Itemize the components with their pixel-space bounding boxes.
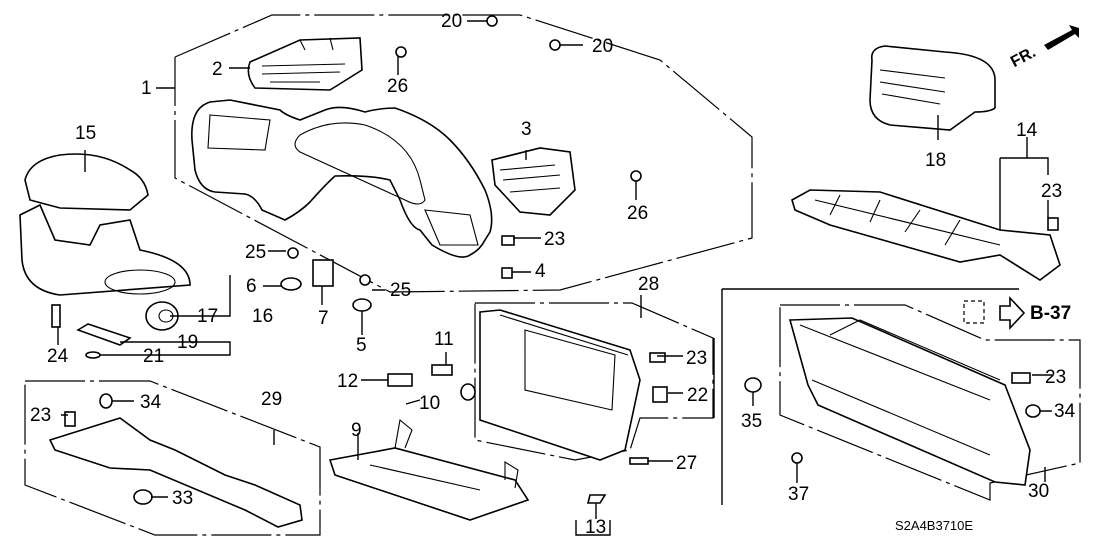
clip-5: [352, 298, 372, 312]
callout-23d[interactable]: 23: [30, 405, 52, 426]
callout-23a[interactable]: 23: [544, 229, 566, 250]
dash-right-vent-opening: [424, 209, 479, 246]
left-vent: [247, 37, 363, 91]
callout-18[interactable]: 18: [925, 150, 947, 171]
reference-label[interactable]: B-37: [1030, 303, 1072, 324]
drawing-code: S2A4B3710E: [895, 518, 974, 533]
callout-30[interactable]: 30: [1028, 481, 1050, 502]
callout-25a[interactable]: 25: [245, 242, 267, 263]
callout-22[interactable]: 22: [687, 385, 709, 406]
callout-12[interactable]: 12: [337, 371, 359, 392]
bolt-24: [51, 304, 61, 328]
callout-19[interactable]: 19: [177, 332, 199, 353]
callout-4[interactable]: 4: [535, 261, 546, 282]
callout-2[interactable]: 2: [212, 59, 223, 80]
clip-4: [501, 267, 513, 279]
callout-20a[interactable]: 20: [441, 11, 463, 32]
catch-12: [387, 373, 413, 387]
callout-23c[interactable]: 23: [686, 348, 708, 369]
callout-5[interactable]: 5: [356, 335, 367, 356]
callout-20b[interactable]: 20: [592, 36, 614, 57]
callout-3[interactable]: 3: [521, 119, 532, 140]
callout-26a[interactable]: 26: [387, 76, 409, 97]
clip-34-box: [1025, 404, 1041, 418]
callout-23b[interactable]: 23: [1041, 181, 1063, 202]
callout-27[interactable]: 27: [676, 453, 698, 474]
lower-garnish: [791, 189, 1061, 281]
clip-23-box: [1011, 372, 1031, 384]
nut-20b: [549, 39, 561, 51]
reference-nut-box: [963, 300, 985, 324]
glove-box-frame: [479, 309, 641, 461]
clip-34-lower: [99, 393, 113, 409]
group-outline-1: [174, 14, 753, 293]
callout-11[interactable]: 11: [434, 329, 454, 350]
callout-6[interactable]: 6: [246, 276, 257, 297]
clip-23-frame: [649, 352, 666, 363]
upper-column-cover: [24, 153, 149, 211]
clip-23-right: [1047, 217, 1059, 231]
callout-15[interactable]: 15: [75, 123, 97, 144]
clip-6: [280, 277, 302, 291]
clip-22: [652, 386, 668, 403]
group-outline-28: [474, 302, 714, 461]
clip-23: [501, 235, 515, 246]
callout-23e[interactable]: 23: [1045, 367, 1067, 388]
callout-7[interactable]: 7: [318, 308, 329, 329]
reference-arrow: [999, 295, 1026, 331]
callout-24[interactable]: 24: [47, 346, 69, 367]
callout-14[interactable]: 14: [1016, 120, 1038, 141]
callout-28[interactable]: 28: [638, 274, 660, 295]
callout-35[interactable]: 35: [741, 411, 763, 432]
callout-37[interactable]: 37: [788, 484, 810, 505]
callout-1[interactable]: 1: [141, 78, 152, 99]
pad-13: [586, 494, 607, 504]
callout-9[interactable]: 9: [351, 420, 362, 441]
center-vent: [491, 147, 576, 216]
group-outline-29: [24, 380, 321, 536]
bracket-7: [312, 259, 334, 287]
callout-17[interactable]: 17: [197, 306, 219, 327]
right-vent: [869, 45, 996, 131]
seal: [76, 323, 132, 346]
callout-29[interactable]: 29: [261, 389, 283, 410]
screw-37: [791, 452, 803, 464]
callout-25b[interactable]: 25: [390, 280, 412, 301]
screw-25a: [287, 247, 299, 259]
screw-26b: [630, 170, 642, 182]
latch-11: [431, 364, 453, 376]
clip-35: [744, 377, 762, 393]
callout-10[interactable]: 10: [419, 393, 441, 414]
front-arrow-icon: [1044, 25, 1079, 50]
washer-21: [85, 351, 101, 359]
screw-26a: [395, 46, 407, 58]
dash-left-vent-opening: [207, 114, 271, 151]
callout-16[interactable]: 16: [252, 306, 274, 327]
callout-13[interactable]: 13: [585, 517, 607, 538]
clip-23-lower: [64, 411, 76, 427]
callout-34b[interactable]: 34: [1054, 401, 1076, 422]
lower-column-cover: [19, 203, 191, 296]
clip-33: [133, 489, 153, 505]
callout-21[interactable]: 21: [143, 346, 165, 367]
pin-27: [629, 457, 649, 465]
glove-box-lid: [328, 447, 530, 521]
callout-26b[interactable]: 26: [627, 203, 649, 224]
dash-cluster-opening: [294, 122, 426, 205]
driver-lower-cover: [48, 417, 303, 528]
group-outline-30: [779, 304, 1081, 501]
spring-10: [460, 383, 476, 401]
nut-20a: [486, 15, 498, 27]
screw-25b: [359, 274, 371, 286]
glove-box: [788, 317, 1031, 486]
callout-33[interactable]: 33: [172, 488, 194, 509]
callout-34a[interactable]: 34: [140, 392, 162, 413]
